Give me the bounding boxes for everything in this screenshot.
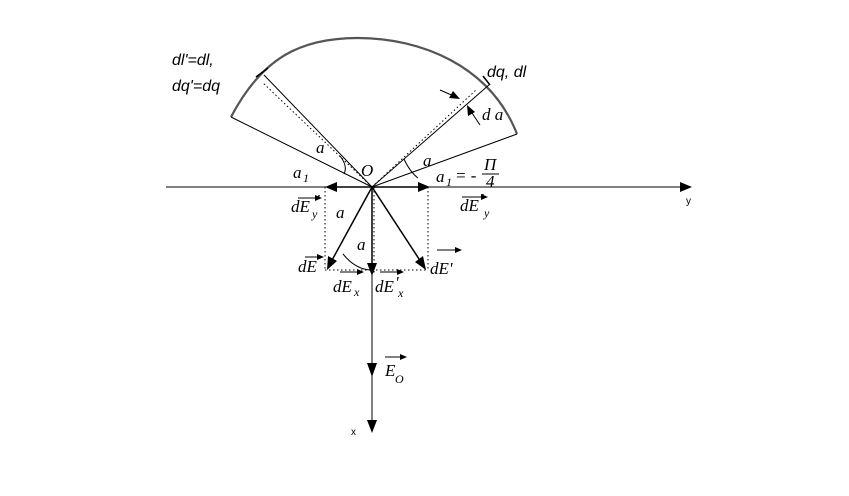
label-dEy-left-sub: y — [311, 207, 318, 221]
label-arrow-E0-head — [400, 354, 407, 360]
vector-dEy-right-head — [418, 182, 430, 192]
vector-dE-left-line — [330, 186, 373, 263]
label-dE-right: dE' — [430, 259, 453, 278]
vector-dEy-left-head — [325, 182, 337, 192]
label-dq-prime: dq'=dq — [172, 78, 220, 95]
label-a1-left: a — [293, 163, 302, 182]
label-dq-dl: dq, dl — [487, 64, 527, 81]
label-dEy-left: dE — [291, 197, 311, 216]
label-dEx: dE — [333, 277, 353, 296]
d-alpha-arrow-lower-head — [467, 105, 475, 116]
label-arrow-dE-right-head — [455, 247, 462, 253]
angle-mark-bottom — [342, 253, 373, 271]
label-dEx-prime-mark: ' — [395, 273, 399, 292]
vector-dEx-head — [367, 263, 377, 276]
label-dEx-prime: dE — [375, 277, 395, 296]
label-alpha-top-left: a — [316, 138, 325, 157]
label-origin: O — [361, 161, 373, 180]
radius-left-element — [263, 74, 373, 188]
angle-mark-left — [339, 155, 346, 175]
y-axis-arrowhead — [680, 182, 692, 192]
label-alpha-mid: a — [336, 203, 345, 222]
dotted-left-inner — [261, 81, 373, 188]
label-arrow-dEx-prime-head — [397, 269, 404, 275]
label-arrow-dEy-left-head — [315, 195, 322, 201]
charged-arc — [230, 36, 519, 135]
label-dEx-sub: x — [353, 285, 360, 299]
label-d-alpha: d a — [482, 105, 503, 124]
label-E0-sub: O — [395, 372, 404, 386]
label-dl-prime: dl'=dl, — [172, 52, 214, 69]
d-alpha-arrow-upper-head — [449, 91, 460, 99]
label-dEy-right-prime: ' — [480, 190, 484, 209]
label-pi: П — [483, 155, 498, 174]
vector-dE-right-head — [415, 256, 426, 270]
vector-E0-head — [367, 363, 377, 377]
label-E0: E — [384, 361, 396, 380]
radius-right-edge — [371, 133, 518, 188]
label-arrow-dEx-head — [357, 269, 364, 275]
label-dEy-right-sub: y — [483, 206, 490, 220]
label-four: 4 — [486, 172, 495, 191]
radius-right-element — [371, 83, 491, 188]
label-alpha-low: a — [357, 235, 366, 254]
x-axis-arrowhead — [367, 420, 377, 433]
label-a1-left-sub: 1 — [303, 171, 309, 185]
arc-element-left-mark — [255, 67, 269, 78]
label-dEx-prime-sub: x — [397, 286, 404, 300]
label-axis-y: y — [686, 196, 691, 207]
arc-element-right-mark — [482, 75, 491, 86]
label-axis-x: x — [351, 427, 356, 438]
label-dE-left: dE — [298, 257, 318, 276]
label-a1-right: a — [436, 167, 445, 186]
label-alpha-top-right: a — [423, 151, 432, 170]
radius-left-edge — [230, 116, 373, 188]
vector-dE-right-line — [371, 186, 422, 263]
label-a1-right-sub: 1 — [446, 175, 452, 189]
angle-mark-right — [403, 158, 419, 179]
label-dEy-left-prime: ' — [316, 191, 320, 210]
label-arrow-dEy-right-head — [481, 194, 488, 200]
label-a1-eq: = - — [455, 166, 477, 185]
vector-dE-left-head — [327, 256, 337, 270]
label-arrow-dE-left-head — [317, 254, 324, 260]
label-dEy-right: dE — [460, 196, 480, 215]
